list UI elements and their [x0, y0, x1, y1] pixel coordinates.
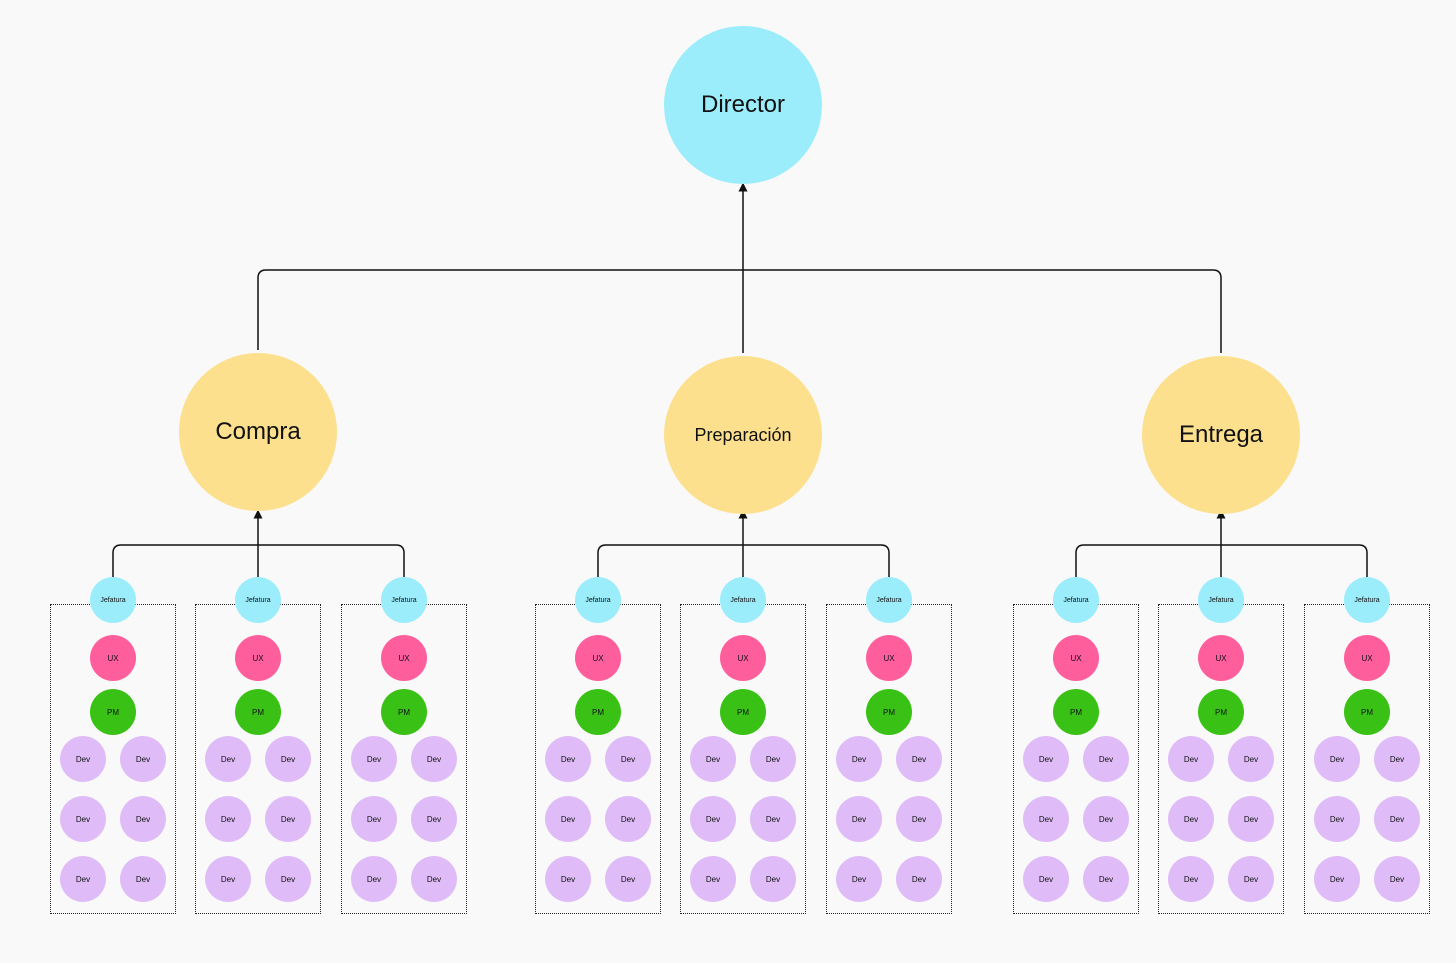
dev-node-0-0-1: Dev: [120, 736, 166, 782]
jefatura-node-1-0: Jefatura: [575, 577, 621, 623]
dev-node-0-1-1: Dev: [265, 736, 311, 782]
dev-node-1-0-1: Dev: [605, 736, 651, 782]
pm-node-2-0: PM: [1053, 689, 1099, 735]
dev-node-2-1-1: Dev: [1228, 736, 1274, 782]
dev-node-2-1-0: Dev: [1168, 736, 1214, 782]
dev-node-1-0-5: Dev: [605, 856, 651, 902]
dev-node-0-0-3: Dev: [120, 796, 166, 842]
dev-node-1-2-5: Dev: [896, 856, 942, 902]
jefatura-node-1-1: Jefatura: [720, 577, 766, 623]
dev-node-2-2-0: Dev: [1314, 736, 1360, 782]
dev-node-2-0-3: Dev: [1083, 796, 1129, 842]
ux-node-0-0: UX: [90, 635, 136, 681]
pm-node-0-2: PM: [381, 689, 427, 735]
dev-node-0-2-4: Dev: [351, 856, 397, 902]
dev-node-1-0-3: Dev: [605, 796, 651, 842]
pm-node-0-0: PM: [90, 689, 136, 735]
dev-node-0-1-4: Dev: [205, 856, 251, 902]
dev-node-0-1-5: Dev: [265, 856, 311, 902]
dev-node-1-1-3: Dev: [750, 796, 796, 842]
dev-node-0-0-0: Dev: [60, 736, 106, 782]
area-node-0: Compra: [179, 353, 337, 511]
dev-node-0-2-2: Dev: [351, 796, 397, 842]
dev-node-2-2-5: Dev: [1374, 856, 1420, 902]
dev-node-1-2-2: Dev: [836, 796, 882, 842]
jefatura-node-0-0: Jefatura: [90, 577, 136, 623]
dev-node-0-1-0: Dev: [205, 736, 251, 782]
dev-node-1-1-0: Dev: [690, 736, 736, 782]
ux-node-2-2: UX: [1344, 635, 1390, 681]
dev-node-0-2-3: Dev: [411, 796, 457, 842]
pm-node-1-2: PM: [866, 689, 912, 735]
dev-node-1-2-0: Dev: [836, 736, 882, 782]
director-node: Director: [664, 26, 822, 184]
dev-node-0-0-5: Dev: [120, 856, 166, 902]
area-node-1: Preparación: [664, 356, 822, 514]
dev-node-2-0-5: Dev: [1083, 856, 1129, 902]
pm-node-1-0: PM: [575, 689, 621, 735]
dev-node-0-1-2: Dev: [205, 796, 251, 842]
ux-node-1-0: UX: [575, 635, 621, 681]
dev-node-2-2-1: Dev: [1374, 736, 1420, 782]
ux-node-1-2: UX: [866, 635, 912, 681]
ux-node-0-1: UX: [235, 635, 281, 681]
dev-node-1-1-1: Dev: [750, 736, 796, 782]
ux-node-0-2: UX: [381, 635, 427, 681]
director-bus-line: [257, 269, 1222, 353]
dev-node-1-0-2: Dev: [545, 796, 591, 842]
dev-node-0-2-0: Dev: [351, 736, 397, 782]
dev-node-1-1-5: Dev: [750, 856, 796, 902]
jefatura-node-2-2: Jefatura: [1344, 577, 1390, 623]
jefatura-node-2-1: Jefatura: [1198, 577, 1244, 623]
dev-node-2-0-0: Dev: [1023, 736, 1069, 782]
dev-node-1-0-0: Dev: [545, 736, 591, 782]
dev-node-2-1-2: Dev: [1168, 796, 1214, 842]
ux-node-1-1: UX: [720, 635, 766, 681]
dev-node-2-2-4: Dev: [1314, 856, 1360, 902]
dev-node-2-2-3: Dev: [1374, 796, 1420, 842]
dev-node-2-1-4: Dev: [1168, 856, 1214, 902]
dev-node-1-1-2: Dev: [690, 796, 736, 842]
dev-node-2-1-5: Dev: [1228, 856, 1274, 902]
ux-node-2-0: UX: [1053, 635, 1099, 681]
jefatura-node-0-2: Jefatura: [381, 577, 427, 623]
dev-node-1-0-4: Dev: [545, 856, 591, 902]
ux-node-2-1: UX: [1198, 635, 1244, 681]
pm-node-1-1: PM: [720, 689, 766, 735]
dev-node-0-1-3: Dev: [265, 796, 311, 842]
dev-node-2-2-2: Dev: [1314, 796, 1360, 842]
dev-node-2-0-4: Dev: [1023, 856, 1069, 902]
dev-node-2-0-1: Dev: [1083, 736, 1129, 782]
dev-node-0-0-2: Dev: [60, 796, 106, 842]
jefatura-node-1-2: Jefatura: [866, 577, 912, 623]
dev-node-1-2-1: Dev: [896, 736, 942, 782]
dev-node-0-2-5: Dev: [411, 856, 457, 902]
dev-node-1-2-3: Dev: [896, 796, 942, 842]
dev-node-0-2-1: Dev: [411, 736, 457, 782]
jefatura-node-2-0: Jefatura: [1053, 577, 1099, 623]
pm-node-0-1: PM: [235, 689, 281, 735]
dev-node-2-0-2: Dev: [1023, 796, 1069, 842]
area-node-2: Entrega: [1142, 356, 1300, 514]
dev-node-2-1-3: Dev: [1228, 796, 1274, 842]
jefatura-node-0-1: Jefatura: [235, 577, 281, 623]
dev-node-1-2-4: Dev: [836, 856, 882, 902]
pm-node-2-1: PM: [1198, 689, 1244, 735]
dev-node-0-0-4: Dev: [60, 856, 106, 902]
dev-node-1-1-4: Dev: [690, 856, 736, 902]
pm-node-2-2: PM: [1344, 689, 1390, 735]
